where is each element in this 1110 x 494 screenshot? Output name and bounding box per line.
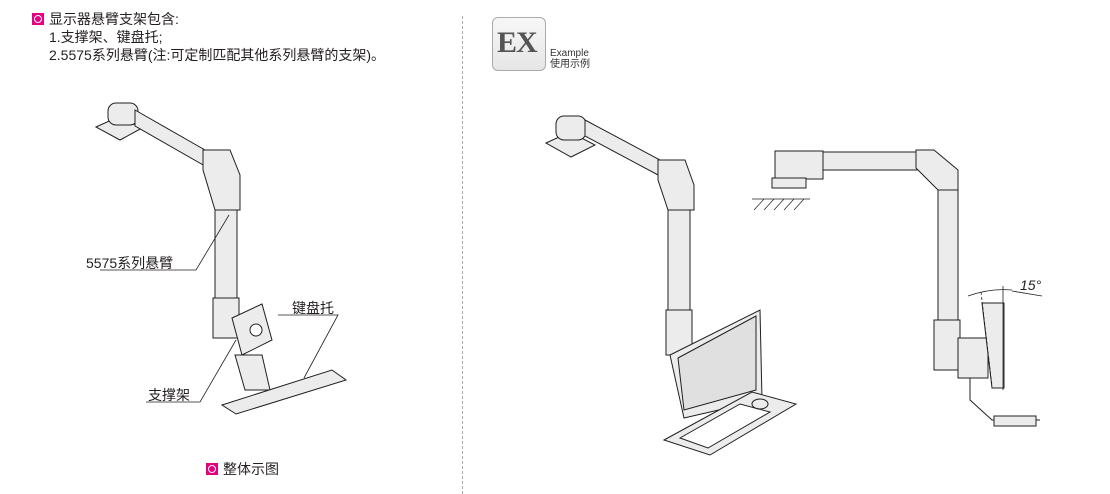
circle-marker-icon <box>206 463 218 475</box>
intro-block: 显示器悬臂支架包含: 1.支撑架、键盘托; 2.5575系列悬臂(注:可定制匹配… <box>32 10 385 64</box>
middle-arm-drawing <box>544 115 798 456</box>
left-leader-lines <box>100 214 339 403</box>
angle-label: 15° <box>1020 277 1042 293</box>
section-divider <box>462 16 463 494</box>
intro-item-2: 2.5575系列悬臂(注:可定制匹配其他系列悬臂的支架)。 <box>49 47 386 63</box>
arm-label: 5575系列悬臂 <box>86 255 174 271</box>
left-arm-drawing <box>94 102 348 415</box>
right-arm-drawing <box>771 149 1040 427</box>
bracket-label: 支撑架 <box>148 387 190 403</box>
intro-heading: 显示器悬臂支架包含: <box>32 10 385 28</box>
intro-item-1: 1.支撑架、键盘托; <box>49 29 163 45</box>
example-badge-icon: EX <box>492 17 546 71</box>
ground-hatch <box>752 198 810 211</box>
figure-caption: 整体示图 <box>206 459 279 479</box>
angle-indicator <box>967 286 1043 390</box>
keyboard-tray-label: 键盘托 <box>292 300 334 316</box>
circle-marker-icon <box>32 13 44 25</box>
example-label: Example 使用示例 <box>550 48 590 70</box>
